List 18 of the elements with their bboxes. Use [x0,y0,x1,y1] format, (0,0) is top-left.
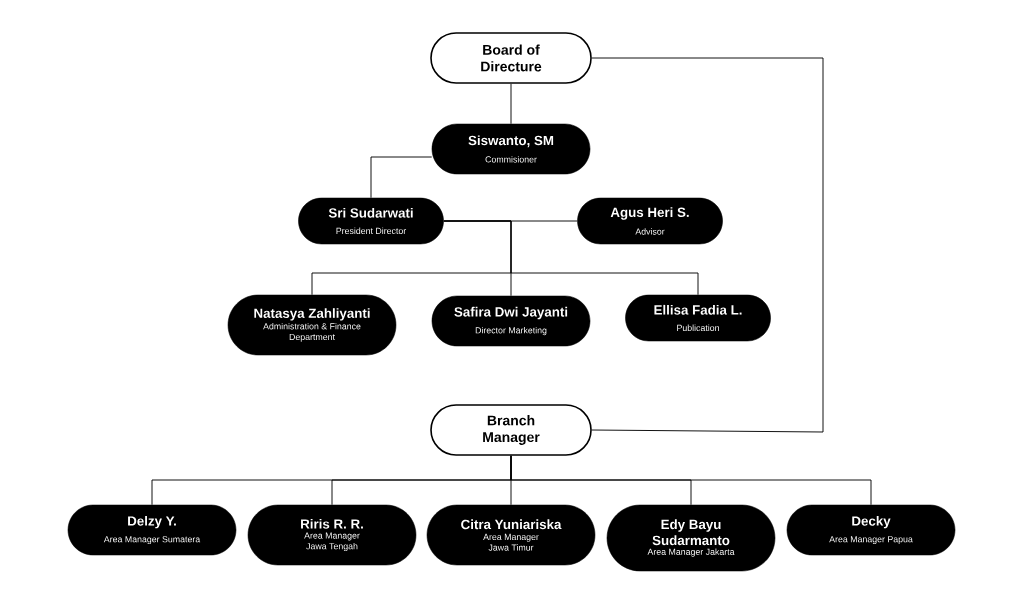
person-box: Natasya Zahliyanti Administration & Finance Department [227,294,397,356]
person-box: Sri Sudarwati President Director [298,197,444,245]
connector-line [370,156,433,199]
person-box: Edy Bayu Sudarmanto Area Manager Jakarta [606,504,776,572]
person-box: Safira Dwi Jayanti Director Marketing [431,295,591,347]
connector-line [510,83,512,125]
connector-line [591,57,824,433]
person-box: Delzy Y. Area Manager Sumatera [67,504,237,556]
person-box: Ellisa Fadia L. Publication [625,294,771,342]
person-box: Citra Yuniariska Area Manager Jawa Timur [426,504,596,566]
connector-line [443,220,699,296]
person-box: Agus Heri S. Advisor [577,197,723,245]
person-box: Siswanto, SM Commisioner [431,123,591,175]
person-box: Riris R. R. Area Manager Jawa Tengah [247,504,417,566]
connector-line [510,455,872,506]
outlined-box: Branch Manager [430,404,592,456]
person-box: Decky Area Manager Papua [786,504,956,556]
outlined-box: Board of Directure [430,32,592,84]
